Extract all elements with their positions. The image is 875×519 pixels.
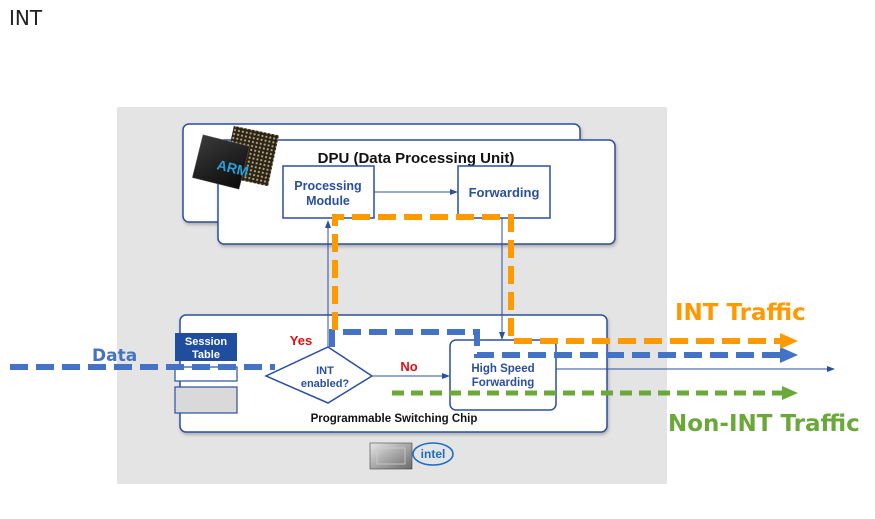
no-label: No (400, 359, 417, 374)
data-flow-arrowhead (780, 347, 798, 363)
session-table-header (175, 333, 237, 361)
intel-chip-icon (369, 442, 413, 470)
processing-module-label-line1: Processing (294, 179, 361, 193)
arm-chip-icon: ARM (192, 125, 279, 190)
decision-label-line1: INT (316, 365, 334, 377)
intel-logo-text: intel (421, 447, 446, 461)
switching-chip-title: Programmable Switching Chip (311, 413, 478, 425)
high-speed-label-line2: Forwarding (472, 377, 535, 389)
yes-label: Yes (290, 333, 312, 348)
int-traffic-flow (332, 214, 780, 344)
int-traffic-label: INT Traffic (675, 300, 806, 326)
processing-module-label-line2: Module (306, 194, 350, 208)
dpu-title: DPU (Data Processing Unit) (318, 150, 515, 167)
page-title: INT (9, 6, 43, 30)
data-label: Data (92, 346, 137, 366)
decision-label-line2: enabled? (301, 378, 350, 390)
data-int-flow (329, 329, 780, 358)
non-int-traffic-arrowhead (782, 386, 798, 400)
high-speed-label-line1: High Speed (471, 363, 534, 375)
dpu-forwarding-label: Forwarding (469, 185, 540, 200)
session-table-label-line2: Table (192, 349, 220, 361)
session-table-label-line1: Session (185, 336, 227, 348)
intel-logo-icon: intel (412, 442, 454, 466)
high-speed-forwarding-box[interactable] (449, 339, 557, 411)
non-int-traffic-label: Non-INT Traffic (668, 411, 860, 437)
int-enabled-decision[interactable] (264, 346, 374, 404)
dpu-forwarding-box[interactable] (457, 165, 551, 219)
arm-logo-text: ARM (215, 156, 250, 179)
int-traffic-arrowhead (780, 333, 798, 349)
session-table-row-2 (174, 386, 238, 414)
